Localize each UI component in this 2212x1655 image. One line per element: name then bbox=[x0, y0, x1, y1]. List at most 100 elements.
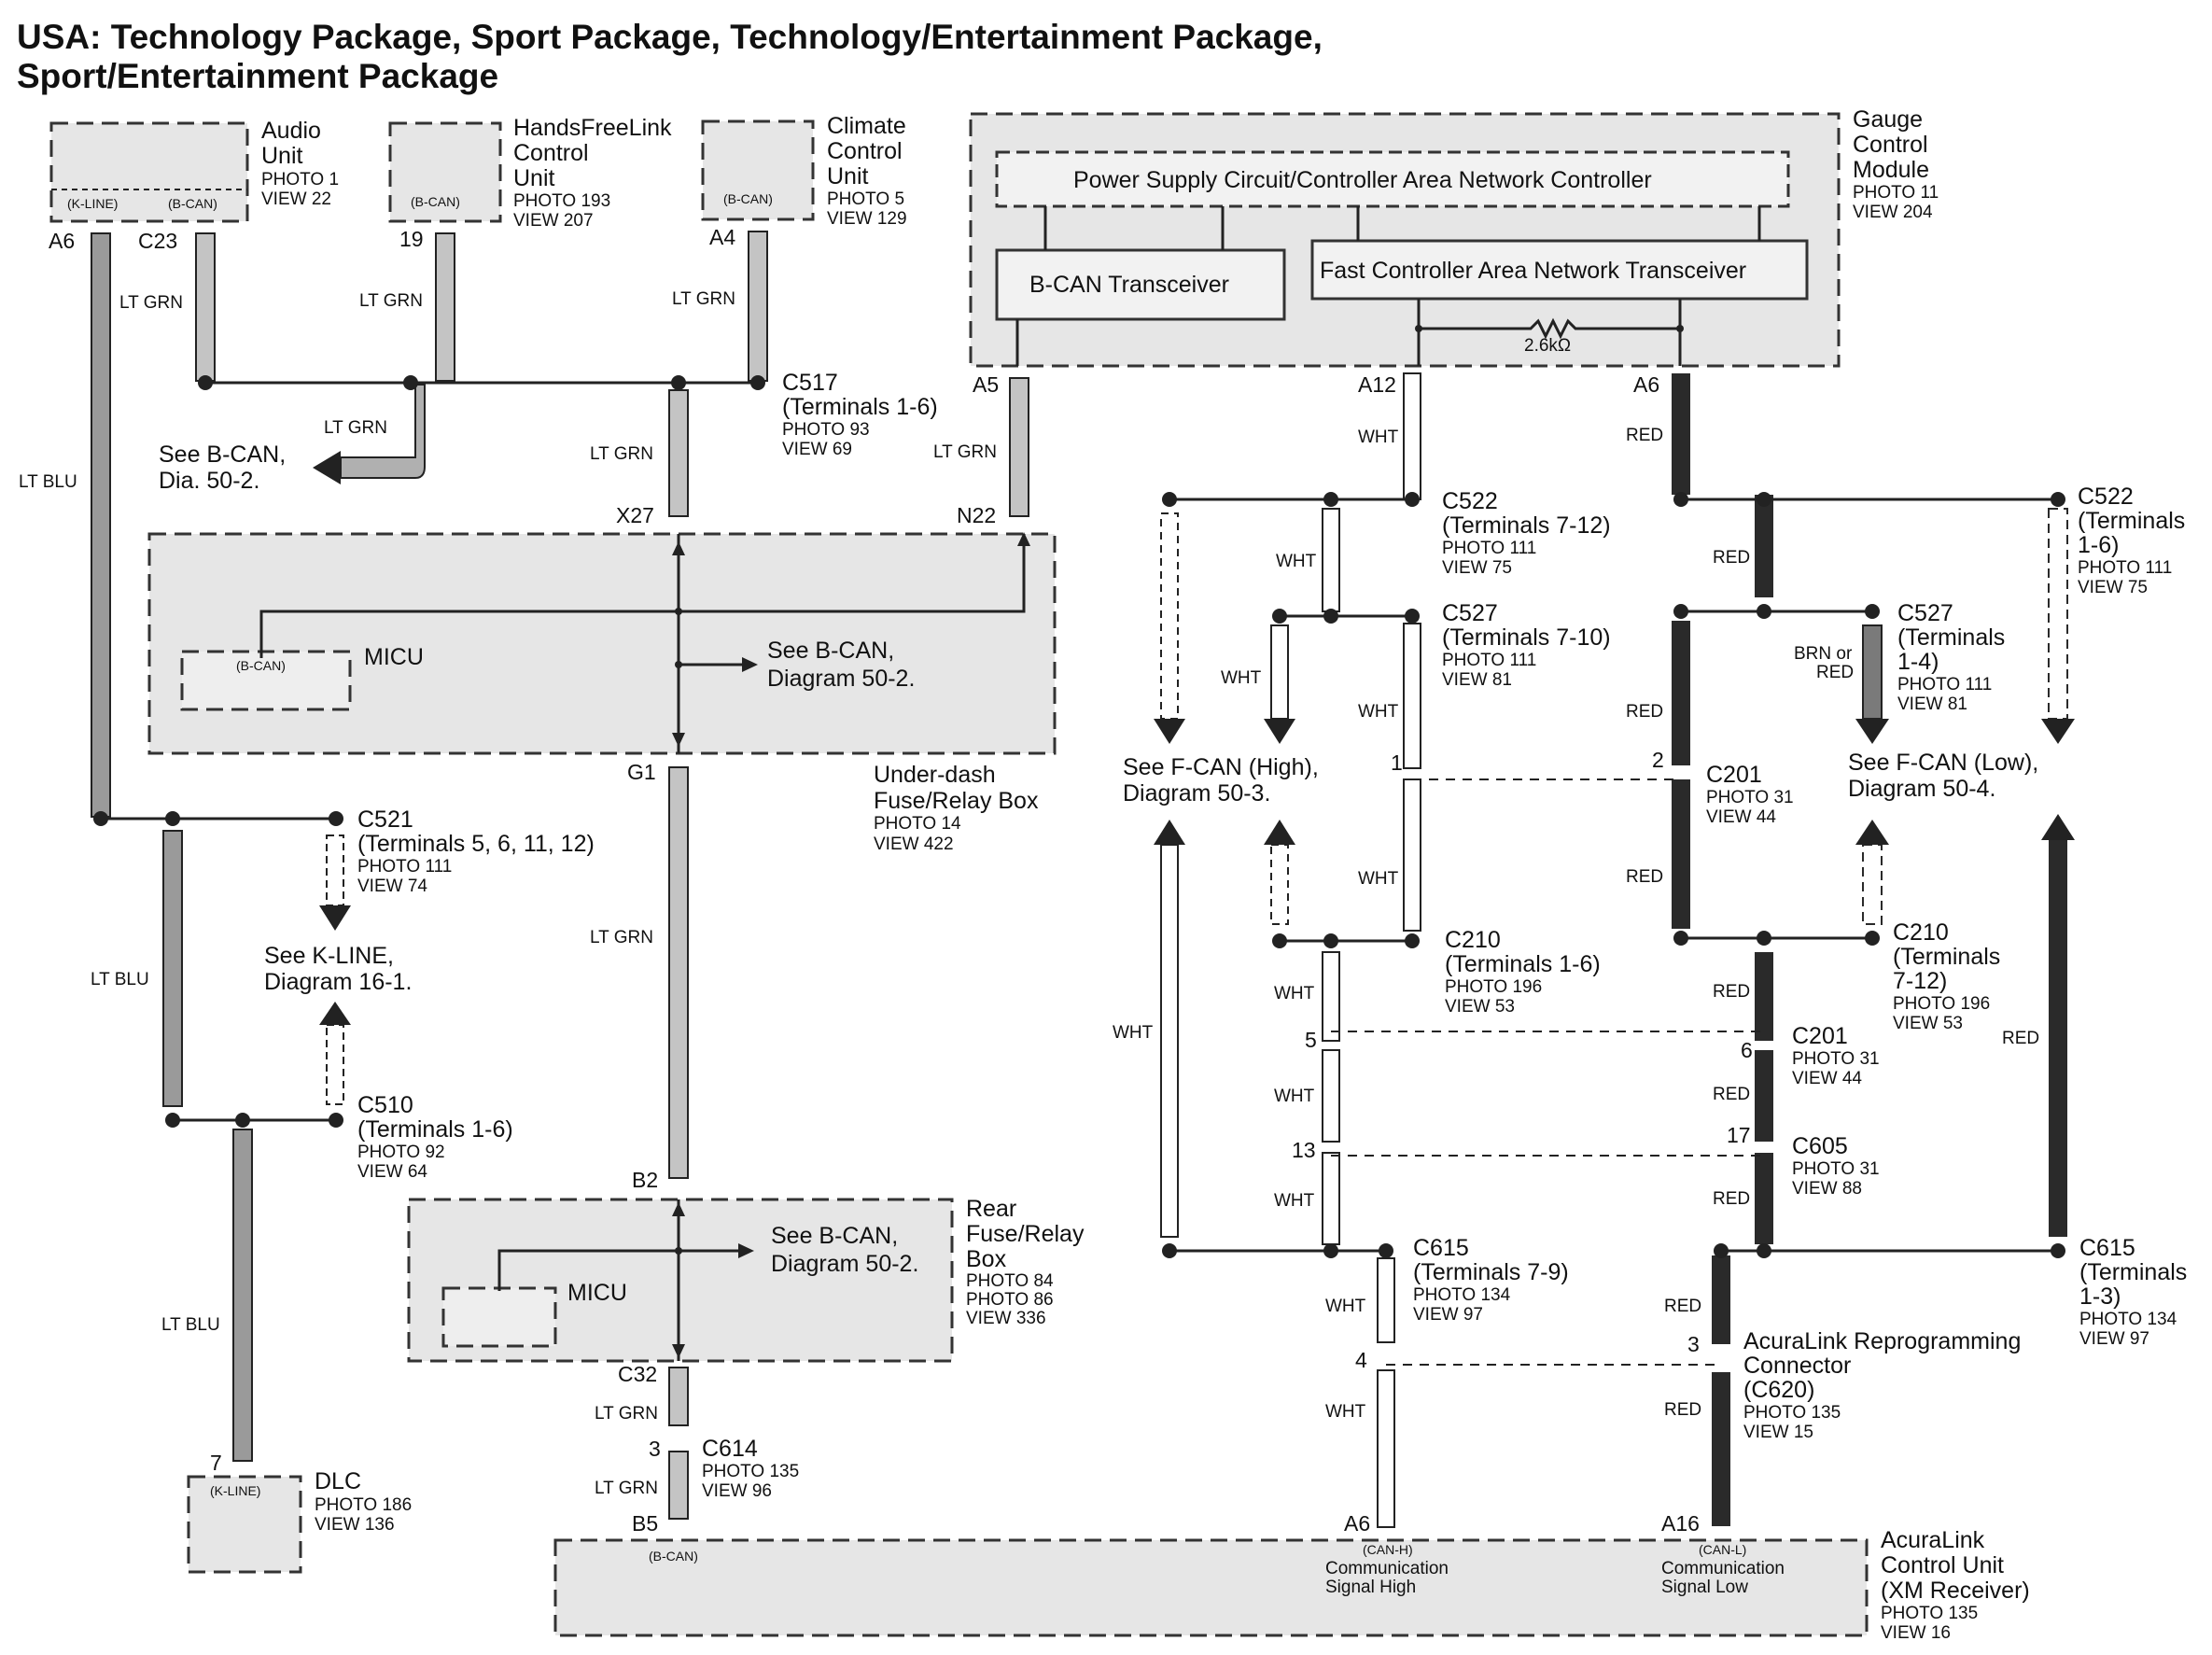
acuralink-control-unit: (B-CAN) (CAN-H) Communication Signal Hig… bbox=[553, 1527, 2030, 1643]
svg-text:C615: C615 bbox=[1413, 1235, 1469, 1261]
micu1-ref-1: See B-CAN, bbox=[767, 638, 894, 664]
svg-text:See F-CAN (High),: See F-CAN (High), bbox=[1123, 754, 1319, 780]
svg-text:PHOTO 31: PHOTO 31 bbox=[1706, 788, 1794, 807]
svg-text:VIEW 74: VIEW 74 bbox=[357, 877, 427, 896]
dlc-view: VIEW 136 bbox=[315, 1515, 395, 1535]
wire-a6-red bbox=[1672, 373, 1690, 495]
svg-text:C510: C510 bbox=[357, 1092, 413, 1118]
acu-label-3: (XM Receiver) bbox=[1881, 1578, 2030, 1604]
svg-text:17: 17 bbox=[1727, 1123, 1751, 1147]
svg-text:(Terminals 7-9): (Terminals 7-9) bbox=[1413, 1259, 1569, 1285]
audio-kline-tag: (K-LINE) bbox=[67, 196, 118, 211]
gauge-label-1: Gauge bbox=[1853, 106, 1923, 133]
connector-labels: C517 (Terminals 1-6) PHOTO 93 VIEW 69 Se… bbox=[159, 370, 2187, 1501]
svg-text:Diagram 50-4.: Diagram 50-4. bbox=[1848, 776, 1995, 802]
svg-text:WHT: WHT bbox=[1274, 984, 1315, 1003]
svg-text:A4: A4 bbox=[709, 225, 735, 249]
acu-canl-tag: (CAN-L) bbox=[1699, 1542, 1746, 1557]
dlc: (K-LINE) DLC PHOTO 186 VIEW 136 bbox=[187, 1468, 412, 1574]
title-line-2: Sport/Entertainment Package bbox=[17, 57, 498, 95]
svg-text:PHOTO 134: PHOTO 134 bbox=[1413, 1285, 1511, 1305]
dlc-label: DLC bbox=[315, 1468, 361, 1494]
svg-text:LT GRN: LT GRN bbox=[933, 442, 997, 462]
svg-text:WHT: WHT bbox=[1113, 1023, 1154, 1043]
svg-text:WHT: WHT bbox=[1274, 1087, 1315, 1106]
svg-text:C201: C201 bbox=[1792, 1023, 1848, 1049]
svg-text:RED: RED bbox=[1626, 867, 1663, 887]
svg-text:RED: RED bbox=[1713, 1189, 1750, 1209]
svg-text:(Terminals 1-6): (Terminals 1-6) bbox=[1445, 951, 1601, 977]
svg-text:AcuraLink Reprogramming: AcuraLink Reprogramming bbox=[1743, 1328, 2021, 1354]
svg-text:PHOTO 111: PHOTO 111 bbox=[2078, 558, 2172, 578]
svg-text:1-4): 1-4) bbox=[1897, 649, 1939, 675]
rfb-label-1: Rear bbox=[966, 1196, 1016, 1222]
svg-text:PHOTO 93: PHOTO 93 bbox=[782, 420, 870, 440]
wire-color-labels: LT GRN LT GRN LT GRN LT GRN LT GRN LT GR… bbox=[19, 289, 2039, 1498]
svg-text:2: 2 bbox=[1652, 748, 1664, 772]
micu1-ref-2: Diagram 50-2. bbox=[767, 666, 915, 692]
micu2-ref-1: See B-CAN, bbox=[771, 1223, 898, 1249]
svg-text:A6: A6 bbox=[1633, 372, 1659, 397]
svg-text:See K-LINE,: See K-LINE, bbox=[264, 943, 394, 969]
handsfreelink-unit: (B-CAN) HandsFreeLink Control Unit PHOTO… bbox=[388, 115, 672, 231]
svg-text:LT GRN: LT GRN bbox=[590, 928, 653, 947]
acu-view: VIEW 16 bbox=[1881, 1623, 1951, 1643]
svg-text:C527: C527 bbox=[1442, 600, 1498, 626]
svg-text:PHOTO 31: PHOTO 31 bbox=[1792, 1049, 1880, 1069]
wire-c614-b5 bbox=[668, 1451, 689, 1520]
svg-text:X27: X27 bbox=[616, 503, 654, 527]
svg-text:VIEW 97: VIEW 97 bbox=[1413, 1305, 1483, 1325]
gauge-resistor: 2.6kΩ bbox=[1524, 336, 1571, 356]
svg-text:PHOTO 135: PHOTO 135 bbox=[702, 1462, 799, 1481]
audio-view: VIEW 22 bbox=[261, 189, 331, 209]
audio-photo: PHOTO 1 bbox=[261, 170, 339, 189]
svg-text:PHOTO 196: PHOTO 196 bbox=[1893, 994, 1990, 1014]
svg-text:LT GRN: LT GRN bbox=[324, 418, 387, 438]
svg-text:PHOTO 111: PHOTO 111 bbox=[1442, 539, 1536, 558]
svg-text:VIEW 97: VIEW 97 bbox=[2079, 1329, 2149, 1349]
svg-text:1-6): 1-6) bbox=[2078, 532, 2119, 558]
gauge-view: VIEW 204 bbox=[1853, 203, 1933, 222]
acu-canh-2: Signal High bbox=[1325, 1578, 1416, 1597]
rfb-photo-1: PHOTO 84 bbox=[966, 1271, 1054, 1291]
svg-text:5: 5 bbox=[1305, 1028, 1317, 1052]
svg-text:VIEW 53: VIEW 53 bbox=[1445, 997, 1515, 1017]
svg-text:WHT: WHT bbox=[1358, 428, 1399, 447]
svg-text:WHT: WHT bbox=[1358, 869, 1399, 889]
svg-text:Connector: Connector bbox=[1743, 1353, 1851, 1379]
wire-a12-wht bbox=[1403, 372, 1421, 500]
svg-text:PHOTO 111: PHOTO 111 bbox=[1442, 651, 1536, 670]
svg-text:LT BLU: LT BLU bbox=[161, 1315, 220, 1335]
title-line-1: USA: Technology Package, Sport Package, … bbox=[17, 18, 1323, 56]
svg-text:C527: C527 bbox=[1897, 600, 1953, 626]
svg-text:A12: A12 bbox=[1358, 372, 1396, 397]
svg-text:(Terminals: (Terminals bbox=[1897, 624, 2005, 651]
acu-photo: PHOTO 135 bbox=[1881, 1604, 1978, 1623]
svg-text:VIEW 75: VIEW 75 bbox=[2078, 578, 2148, 597]
acu-bcan-tag: (B-CAN) bbox=[649, 1549, 698, 1564]
gauge-label-2: Control bbox=[1853, 132, 1928, 158]
rfb-photo-2: PHOTO 86 bbox=[966, 1290, 1054, 1310]
svg-text:RED: RED bbox=[2002, 1029, 2039, 1048]
svg-text:LT BLU: LT BLU bbox=[19, 472, 77, 492]
rfb-label-3: Box bbox=[966, 1246, 1007, 1272]
acu-canh-1: Communication bbox=[1325, 1559, 1449, 1578]
svg-text:WHT: WHT bbox=[1325, 1402, 1366, 1422]
clim-label-2: Control bbox=[827, 138, 903, 164]
bcan-arrow-head bbox=[313, 451, 341, 484]
svg-text:PHOTO 134: PHOTO 134 bbox=[2079, 1310, 2177, 1329]
hfl-photo: PHOTO 193 bbox=[513, 191, 610, 211]
svg-text:WHT: WHT bbox=[1325, 1297, 1366, 1316]
clim-bcan-tag: (B-CAN) bbox=[723, 191, 773, 206]
svg-text:Diagram 50-3.: Diagram 50-3. bbox=[1123, 780, 1270, 806]
micu1-bcan-tag: (B-CAN) bbox=[236, 658, 286, 673]
gauge-label-3: Module bbox=[1853, 157, 1929, 183]
svg-text:A16: A16 bbox=[1661, 1511, 1700, 1536]
svg-text:PHOTO 111: PHOTO 111 bbox=[357, 857, 452, 877]
svg-text:C517: C517 bbox=[782, 370, 838, 396]
svg-text:(Terminals 7-10): (Terminals 7-10) bbox=[1442, 624, 1611, 651]
svg-text:RED: RED bbox=[1664, 1297, 1701, 1316]
hfl-label-1: HandsFreeLink bbox=[513, 115, 672, 141]
clim-photo: PHOTO 5 bbox=[827, 189, 904, 209]
svg-text:LT GRN: LT GRN bbox=[672, 289, 735, 309]
